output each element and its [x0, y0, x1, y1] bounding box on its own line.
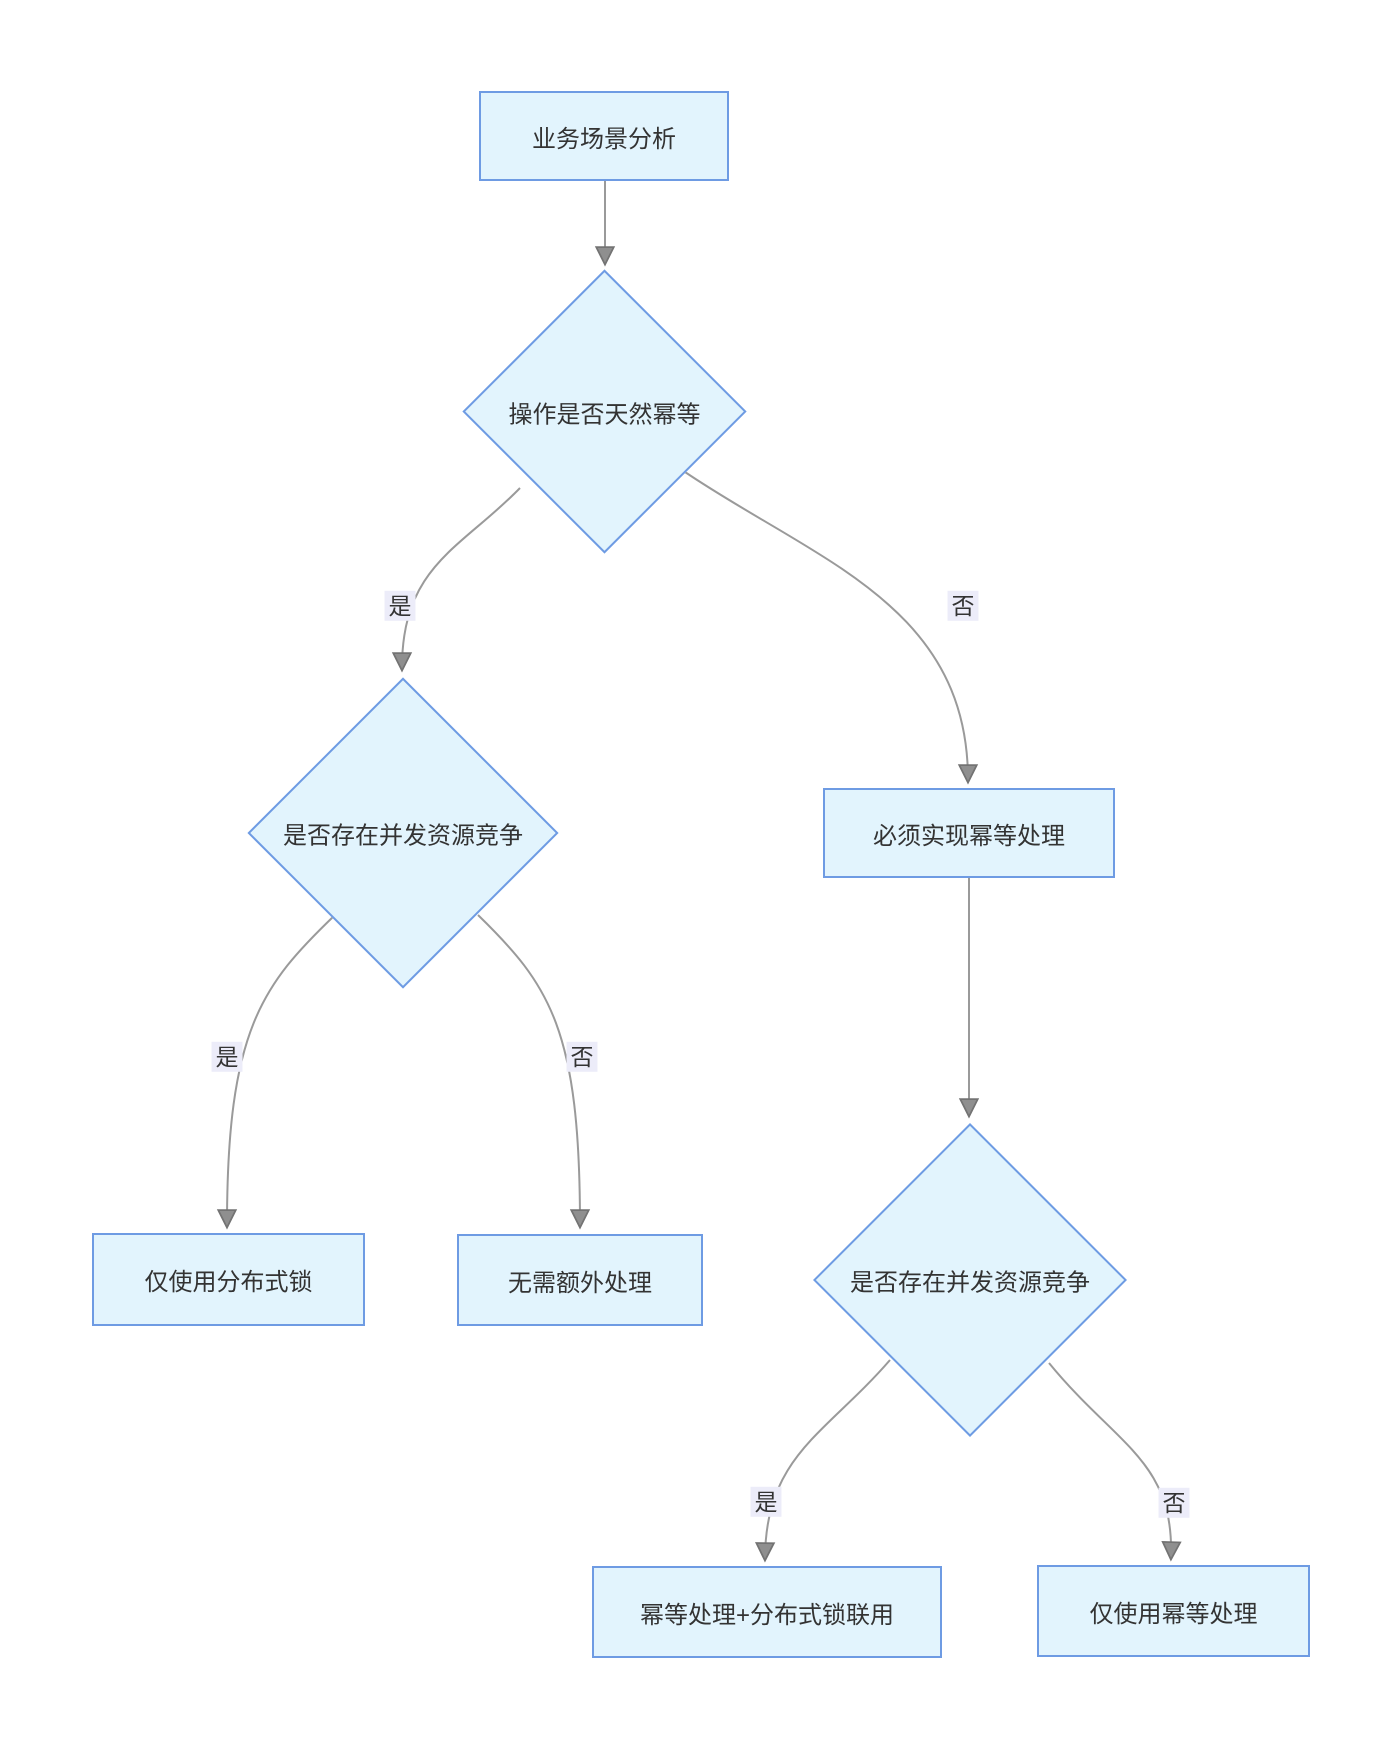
- edge-b-to-d-no: [684, 471, 968, 780]
- node-idempotency-only: 仅使用幂等处理: [1037, 1565, 1310, 1657]
- node-idempotency-plus-distributed-lock: 幂等处理+分布式锁联用: [592, 1566, 942, 1658]
- node-no-extra-handling: 无需额外处理: [457, 1234, 703, 1326]
- edge-label-yes-b-to-c: 是: [384, 590, 416, 622]
- node-label: 必须实现幂等处理: [873, 822, 1065, 850]
- edge-c-to-e-yes: [227, 914, 336, 1225]
- node-distributed-lock-only: 仅使用分布式锁: [92, 1233, 365, 1326]
- decision-concurrent-resource-competition-left: 是否存在并发资源竞争: [247, 677, 559, 989]
- edge-label-no-b-to-d: 否: [947, 590, 979, 622]
- node-business-scenario-analysis: 业务场景分析: [479, 91, 729, 181]
- edge-label-no-c-to-f: 否: [566, 1041, 598, 1073]
- node-label: 业务场景分析: [532, 125, 676, 153]
- edge-g-to-h-yes: [765, 1359, 891, 1558]
- node-label: 仅使用分布式锁: [144, 1269, 313, 1296]
- node-label: 操作是否天然幂等: [508, 401, 701, 428]
- node-label: 是否存在并发资源竞争: [283, 822, 523, 850]
- node-label: 仅使用幂等处理: [1089, 1600, 1258, 1628]
- edge-label-yes-c-to-e: 是: [211, 1041, 243, 1073]
- edge-g-to-i-no: [1048, 1362, 1171, 1557]
- node-label: 幂等处理+分布式锁联用: [639, 1601, 894, 1629]
- edge-b-to-c-yes: [402, 487, 521, 668]
- node-must-implement-idempotency: 必须实现幂等处理: [823, 788, 1115, 878]
- node-label: 是否存在并发资源竞争: [850, 1269, 1090, 1297]
- edge-c-to-f-no: [477, 914, 580, 1225]
- edge-label-no-g-to-i: 否: [1158, 1487, 1190, 1519]
- decision-naturally-idempotent: 操作是否天然幂等: [462, 269, 747, 554]
- edge-label-yes-g-to-h: 是: [750, 1486, 782, 1518]
- node-label: 无需额外处理: [508, 1269, 652, 1297]
- decision-concurrent-resource-competition-right: 是否存在并发资源竞争: [813, 1123, 1127, 1437]
